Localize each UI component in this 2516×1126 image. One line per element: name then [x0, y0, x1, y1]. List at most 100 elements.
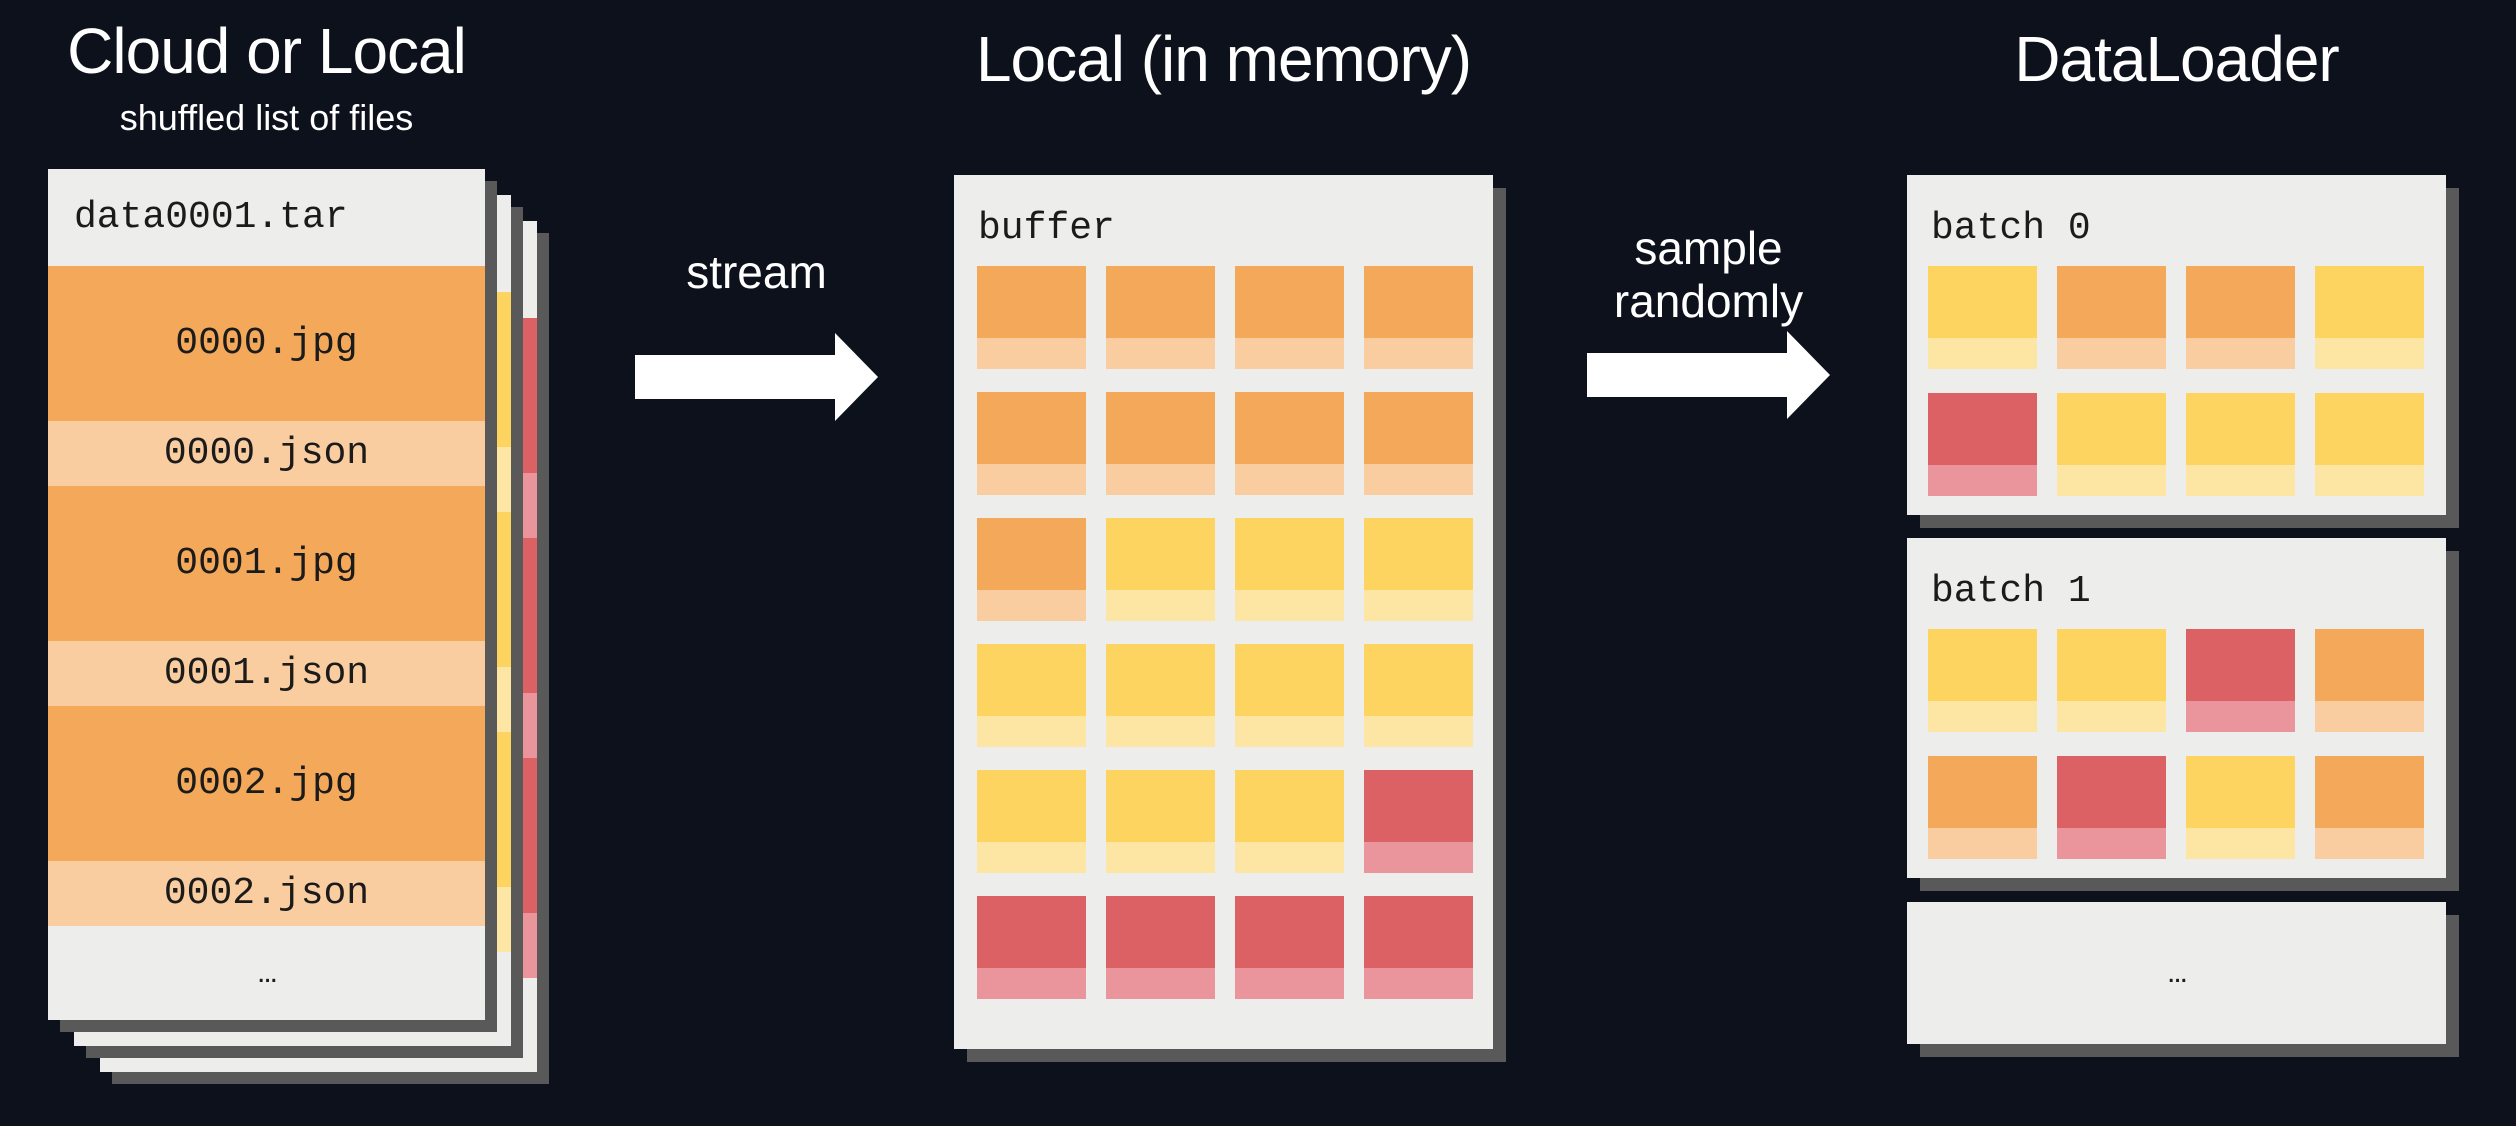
sample-tile-yellow — [2186, 393, 2295, 496]
source-title: Cloud or Local — [67, 15, 467, 87]
sample-tile-orange — [1106, 392, 1215, 495]
tile-light-strip — [2057, 465, 2166, 496]
sample-tile-orange — [1235, 266, 1344, 369]
source-subtitle: shuffled list of files — [119, 97, 414, 138]
sample-tile-red — [1235, 896, 1344, 999]
sample-tile-orange — [2186, 266, 2295, 369]
sample-tile-orange — [1928, 756, 2037, 859]
sample-tile-red — [1364, 896, 1473, 999]
tile-light-strip — [1235, 590, 1344, 621]
tile-light-strip — [1928, 828, 2037, 859]
sample-tile-orange — [1106, 266, 1215, 369]
tar-more-files-label: ... — [256, 956, 278, 989]
batch-0-card: batch 0 — [1907, 175, 2446, 515]
sample-tile-orange — [977, 266, 1086, 369]
tile-light-strip — [1106, 338, 1215, 369]
sample-tile-yellow — [977, 644, 1086, 747]
sample-tile-yellow — [2057, 629, 2166, 732]
sample-arrow-label-line1: sample — [1634, 222, 1783, 274]
tile-light-strip — [2186, 465, 2295, 496]
tar-file-row: 0002.jpg — [48, 706, 485, 861]
sample-tile-yellow — [1235, 770, 1344, 873]
stream-arrow-icon — [635, 333, 878, 421]
tile-light-strip — [977, 716, 1086, 747]
tile-light-strip — [2315, 701, 2424, 732]
tile-light-strip — [1364, 464, 1473, 495]
tile-light-strip — [1106, 842, 1215, 873]
tile-light-strip — [1235, 842, 1344, 873]
tile-light-strip — [1106, 464, 1215, 495]
stream-arrow-label: stream — [686, 246, 827, 298]
sample-tile-orange — [2315, 756, 2424, 859]
tile-light-strip — [977, 968, 1086, 999]
more-batches-card: ... — [1907, 902, 2446, 1044]
buffer-tile-grid — [954, 266, 1493, 999]
sample-tile-orange — [977, 392, 1086, 495]
tile-light-strip — [1364, 968, 1473, 999]
batch-0-label: batch 0 — [1931, 207, 2091, 250]
sample-tile-yellow — [1364, 644, 1473, 747]
sample-arrow-label: sample randomly — [1587, 222, 1830, 328]
sample-tile-yellow — [1928, 629, 2037, 732]
buffer-card: buffer — [954, 175, 1493, 1049]
batch-0-tile-grid — [1907, 266, 2446, 496]
tile-light-strip — [2315, 465, 2424, 496]
tar-file-row: 0000.jpg — [48, 266, 485, 421]
tile-light-strip — [2057, 701, 2166, 732]
tile-light-strip — [977, 464, 1086, 495]
tile-light-strip — [1364, 338, 1473, 369]
tile-light-strip — [1106, 968, 1215, 999]
tile-light-strip — [977, 590, 1086, 621]
sample-tile-orange — [1364, 392, 1473, 495]
tile-light-strip — [1235, 464, 1344, 495]
tile-light-strip — [1928, 701, 2037, 732]
buffer-label: buffer — [978, 207, 1115, 250]
tile-light-strip — [2315, 828, 2424, 859]
tile-light-strip — [1235, 716, 1344, 747]
sample-tile-orange — [2315, 629, 2424, 732]
sample-tile-red — [1364, 770, 1473, 873]
batch-1-tile-grid — [1907, 629, 2446, 859]
batch-1-card: batch 1 — [1907, 538, 2446, 878]
sample-tile-yellow — [2057, 393, 2166, 496]
loader-title: DataLoader — [2014, 23, 2339, 95]
sample-tile-yellow — [1235, 518, 1344, 621]
sample-tile-orange — [1364, 266, 1473, 369]
sample-arrow-icon — [1587, 331, 1830, 419]
memory-title: Local (in memory) — [975, 23, 1472, 95]
tar-filename-label: data0001.tar — [74, 196, 348, 239]
sample-tile-red — [2186, 629, 2295, 732]
sample-tile-red — [2057, 756, 2166, 859]
tile-light-strip — [2186, 701, 2295, 732]
tile-light-strip — [977, 338, 1086, 369]
tile-light-strip — [1235, 968, 1344, 999]
sample-tile-yellow — [1106, 518, 1215, 621]
sample-tile-yellow — [2315, 393, 2424, 496]
tile-light-strip — [1928, 338, 2037, 369]
tile-light-strip — [1364, 590, 1473, 621]
sample-tile-yellow — [2315, 266, 2424, 369]
sample-tile-yellow — [977, 770, 1086, 873]
sample-tile-red — [1106, 896, 1215, 999]
tile-light-strip — [1364, 842, 1473, 873]
tile-light-strip — [2057, 338, 2166, 369]
sample-tile-yellow — [1364, 518, 1473, 621]
sample-tile-yellow — [1106, 644, 1215, 747]
sample-tile-orange — [2057, 266, 2166, 369]
tile-light-strip — [2186, 338, 2295, 369]
batch-1-label: batch 1 — [1931, 570, 2091, 613]
tar-file-row: 0001.json — [48, 641, 485, 706]
sample-tile-orange — [977, 518, 1086, 621]
tile-light-strip — [2186, 828, 2295, 859]
sample-tile-yellow — [1106, 770, 1215, 873]
tar-file-row: 0000.json — [48, 421, 485, 486]
sample-tile-yellow — [2186, 756, 2295, 859]
tile-light-strip — [1106, 590, 1215, 621]
sample-tile-yellow — [1928, 266, 2037, 369]
tile-light-strip — [1235, 338, 1344, 369]
sample-tile-orange — [1235, 392, 1344, 495]
tile-light-strip — [2315, 338, 2424, 369]
tar-file-row: 0001.jpg — [48, 486, 485, 641]
